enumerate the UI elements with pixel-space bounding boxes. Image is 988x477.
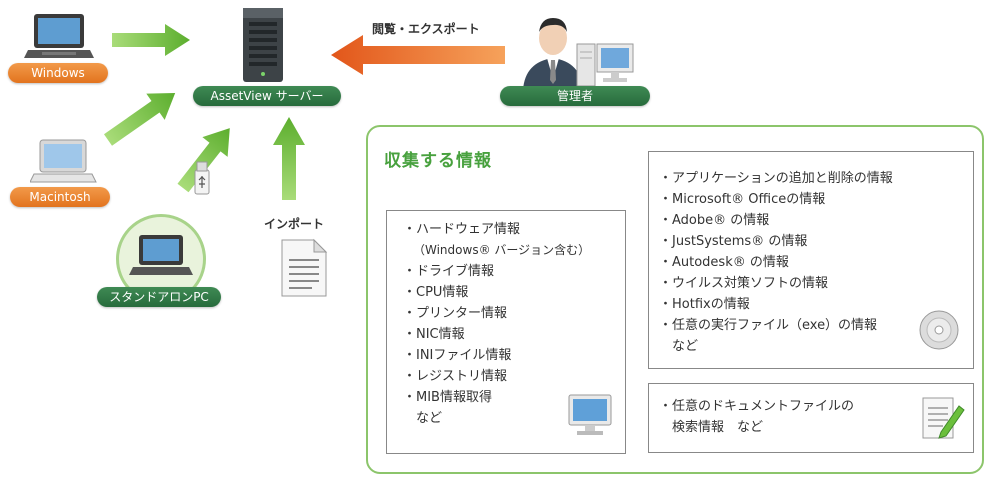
windows-label: Windows	[8, 63, 108, 83]
list-item: ・Microsoft® Officeの情報	[659, 192, 826, 207]
list-item: ・ドライブ情報	[403, 264, 495, 279]
list-item: ・任意のドキュメントファイルの	[659, 399, 855, 414]
arrow-windows-to-server	[112, 24, 190, 56]
list-item: ・CPU情報	[403, 285, 469, 300]
arrow-import-to-server	[273, 117, 305, 200]
list-item: ・NIC情報	[403, 327, 465, 342]
server-label: AssetView サーバー	[193, 86, 341, 106]
list-item: ・Autodesk® の情報	[659, 255, 789, 270]
list-item: ・アプリケーションの追加と削除の情報	[659, 171, 893, 186]
monitor-icon	[567, 393, 613, 441]
arrow-admin-to-server	[331, 35, 505, 75]
list-item: ・レジストリ情報	[403, 369, 508, 384]
list-item: ・JustSystems® の情報	[659, 234, 808, 249]
admin-label: 管理者	[500, 86, 650, 106]
list-item: ・ウイルス対策ソフトの情報	[659, 276, 829, 291]
list-item: ・Adobe® の情報	[659, 213, 770, 228]
macintosh-label: Macintosh	[10, 187, 110, 207]
server-icon	[241, 6, 285, 90]
list-item: ・Hotfixの情報	[659, 297, 750, 312]
browse-export-label: 閲覧・エクスポート	[372, 22, 480, 36]
list-item: ・任意の実行ファイル（exe）の情報	[659, 318, 878, 333]
import-label: インポート	[264, 217, 325, 231]
list-item: など	[403, 411, 443, 426]
list-item: ・MIB情報取得	[403, 390, 492, 405]
document-search-box: ・任意のドキュメントファイルの 検索情報 など	[648, 383, 974, 453]
list-item: ・INIファイル情報	[403, 348, 512, 363]
list-item: ・ハードウェア情報	[403, 222, 521, 237]
cd-icon	[917, 308, 961, 356]
list-item: 検索情報 など	[659, 420, 764, 435]
usb-icon	[191, 160, 213, 200]
person-icon	[515, 10, 639, 94]
hardware-info-box: ・ハードウェア情報 （Windows® バージョン含む） ・ドライブ情報 ・CP…	[386, 210, 626, 454]
arrow-standalone-to-server	[177, 128, 230, 193]
standalone-label: スタンドアロンPC	[97, 287, 221, 307]
laptop-icon	[29, 138, 100, 192]
arrow-mac-to-server	[103, 92, 176, 146]
laptop-icon	[24, 10, 94, 70]
list-item: など	[659, 339, 699, 354]
document-icon	[280, 238, 328, 302]
edit-document-icon	[921, 394, 965, 446]
list-item: ・プリンター情報	[403, 306, 508, 321]
panel-title: 収集する情報	[384, 151, 492, 171]
list-item: （Windows® バージョン含む）	[413, 243, 591, 257]
software-info-box: ・アプリケーションの追加と削除の情報 ・Microsoft® Officeの情報…	[648, 151, 974, 369]
